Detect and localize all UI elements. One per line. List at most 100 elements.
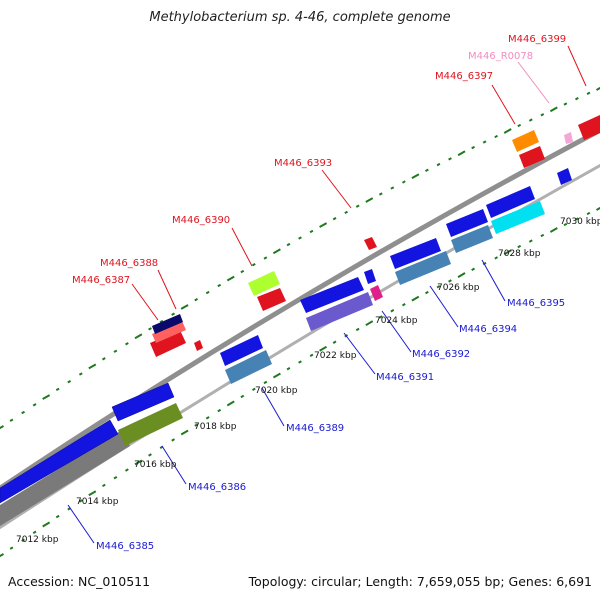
tick-mark (457, 272, 466, 278)
gene-6388[interactable] (152, 321, 186, 343)
tick-mark (344, 210, 349, 215)
tick-mark (134, 333, 143, 340)
grey-segment (0, 430, 130, 526)
tick-mark (332, 217, 337, 221)
gene-6386[interactable] (111, 382, 175, 422)
tick-mark (0, 553, 4, 558)
tick-mark (540, 233, 545, 238)
tick-mark (309, 229, 314, 234)
rna-R0078[interactable] (564, 132, 573, 144)
tick-mark (194, 298, 199, 302)
gene-6394[interactable] (390, 238, 441, 269)
tick-mark (21, 538, 25, 542)
tick-mark (171, 312, 175, 316)
label-M446_6399[interactable]: M446_6399 (508, 34, 566, 45)
label-M446_6389[interactable]: M446_6389 (286, 423, 344, 434)
tick-mark (205, 290, 210, 295)
tick-mark (365, 197, 374, 203)
tick-mark (332, 340, 337, 344)
tick-mark (42, 394, 51, 400)
tick-mark (586, 91, 591, 95)
axis-labels: 7012 kbp 7014 kbp 7016 kbp 7018 kbp 7020… (16, 217, 600, 545)
label-M446_6386[interactable]: M446_6386 (188, 482, 246, 493)
gene-6389-shadow (225, 350, 272, 384)
tick-mark (494, 134, 499, 139)
tick-mark (517, 244, 522, 249)
label-M446_6385[interactable]: M446_6385 (96, 541, 154, 552)
tick-mark (517, 123, 522, 128)
tick-mark (575, 217, 579, 221)
tick-mark (355, 204, 360, 208)
tick-mark (436, 162, 441, 167)
tick-mark (9, 418, 14, 422)
gene-6399[interactable] (578, 115, 600, 140)
gene-6397[interactable] (512, 130, 539, 152)
tick-mark (298, 360, 302, 364)
label-M446_6387[interactable]: M446_6387 (72, 275, 130, 286)
axis-label-7020: 7020 kbp (255, 386, 298, 396)
tick-mark (528, 239, 533, 243)
label-M446_6390[interactable]: M446_6390 (172, 215, 230, 226)
tick-mark (88, 363, 97, 370)
gene-6396-shadow (491, 201, 545, 234)
tick-mark (482, 140, 487, 144)
tick-mark (180, 429, 189, 436)
tick-mark (411, 173, 420, 179)
gene-6389[interactable] (220, 335, 263, 366)
tick-mark (401, 180, 406, 184)
inner-tick-track (0, 206, 600, 558)
label-M446_6394[interactable]: M446_6394 (459, 324, 517, 335)
tick-mark (251, 263, 256, 267)
tick-mark (226, 400, 235, 407)
gene-6390-red (257, 288, 286, 311)
tick-mark (540, 113, 545, 117)
label-M446_6388[interactable]: M446_6388 (100, 258, 158, 269)
tick-mark (205, 416, 210, 420)
axis-label-7026: 7026 kbp (437, 283, 480, 293)
label-M446_R0078[interactable]: M446_R0078 (468, 51, 533, 62)
gene-6390[interactable] (248, 271, 280, 296)
gene-6387[interactable] (150, 330, 186, 357)
tick-mark (425, 290, 429, 295)
tick-mark (575, 97, 579, 101)
gene-6391-shadow (306, 292, 373, 331)
tick-mark (21, 410, 25, 415)
tick-mark (425, 168, 429, 172)
bottom-gene-labels: M446_6385 M446_6386 M446_6389 M446_6391 … (96, 298, 565, 552)
gene-6393[interactable] (364, 237, 377, 250)
genome-summary-text: Topology: circular; Length: 7,659,055 bp… (248, 574, 592, 589)
gene-6392[interactable] (370, 285, 383, 301)
axis-label-7028: 7028 kbp (498, 249, 541, 259)
label-M446_6392[interactable]: M446_6392 (412, 349, 470, 360)
tick-mark (286, 367, 291, 371)
label-M446_6393[interactable]: M446_6393 (274, 158, 332, 169)
gene-6385[interactable] (0, 419, 119, 504)
tick-mark (88, 490, 97, 497)
tick-mark (251, 387, 256, 392)
tick-mark (42, 521, 51, 528)
tick-mark (319, 222, 328, 228)
tick-mark (503, 249, 512, 256)
tick-mark (272, 248, 281, 255)
tick-mark (586, 211, 591, 216)
tick-mark (482, 261, 487, 266)
tick-mark (563, 102, 568, 106)
tick-mark (32, 403, 37, 407)
axis-label-7024: 7024 kbp (375, 316, 418, 326)
gene-6395-shadow (451, 225, 493, 253)
label-M446_6395[interactable]: M446_6395 (507, 298, 565, 309)
gene-6395[interactable] (446, 209, 488, 237)
tick-mark (528, 118, 533, 122)
tick-mark (401, 303, 406, 307)
label-M446_6397[interactable]: M446_6397 (435, 71, 493, 82)
tick-mark (298, 236, 302, 240)
tick-mark (55, 514, 60, 519)
tick-mark (448, 279, 452, 283)
tick-mark (124, 468, 129, 472)
tick-mark (101, 483, 106, 488)
tick-mark (272, 372, 281, 379)
gene-6391[interactable] (300, 277, 364, 313)
tick-mark (436, 285, 441, 289)
label-M446_6391[interactable]: M446_6391 (376, 372, 434, 383)
